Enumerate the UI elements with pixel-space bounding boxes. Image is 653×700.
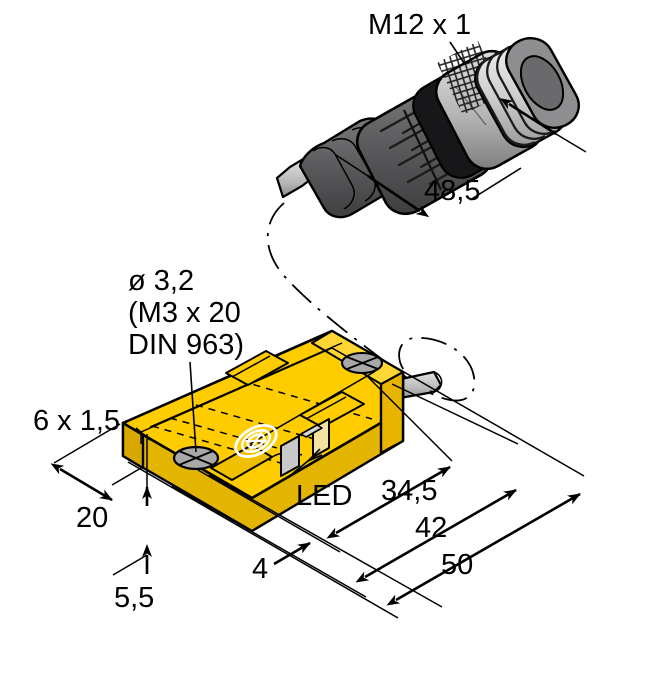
cable-offset-label: 4 xyxy=(252,553,268,585)
led-label: LED xyxy=(296,480,352,512)
sensing-face-symbol xyxy=(234,424,278,458)
hole-screw-label: (M3 x 20 xyxy=(128,297,241,329)
cable-run xyxy=(266,202,476,402)
hole-standard-label: DIN 963) xyxy=(128,329,244,361)
mounting-hole-callout: ø 3,2 (M3 x 20 DIN 963) xyxy=(128,265,244,453)
body-height-dimension: 5,5 xyxy=(112,434,154,614)
sensor-body xyxy=(121,329,443,533)
led-window-pad xyxy=(300,424,323,438)
mid-length-label: 42 xyxy=(415,512,447,544)
total-length-dimension: 50 xyxy=(127,371,585,619)
hole-diameter-label: ø 3,2 xyxy=(128,265,194,297)
connector-length-label: 48,5 xyxy=(424,175,480,207)
body-width-dimension: 20 xyxy=(50,423,142,534)
connector-length-dimension: 48,5 xyxy=(335,98,587,218)
thread-label: M12 x 1 xyxy=(368,9,471,41)
mounting-slot-left xyxy=(225,350,289,386)
total-length-label: 50 xyxy=(441,549,473,581)
mounting-slot-right xyxy=(299,391,365,428)
hole-spacing-label: 34,5 xyxy=(381,475,437,507)
led-indicator-1 xyxy=(280,435,300,477)
thread-callout: M12 x 1 xyxy=(368,9,471,64)
mounting-hole-right xyxy=(340,351,384,375)
body-height-label: 5,5 xyxy=(114,582,154,614)
body-width-label: 20 xyxy=(76,502,108,534)
